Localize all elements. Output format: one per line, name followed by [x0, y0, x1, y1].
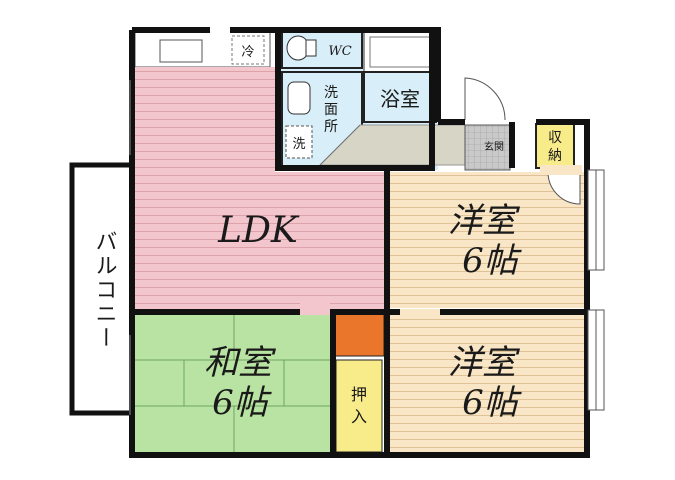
door-gap: [540, 165, 582, 175]
western-room-2: 洋室 6帖: [389, 314, 585, 452]
toilet-label: WC: [328, 44, 351, 59]
washroom-label-2: 面: [324, 102, 338, 118]
japanese-room-label-1: 和室: [204, 343, 277, 383]
ldk-room: LDK: [135, 67, 385, 310]
fridge-space: [231, 35, 265, 65]
balcony: バルコニー: [69, 162, 135, 416]
closet-label-2: 入: [351, 407, 367, 426]
door-gap: [400, 309, 440, 317]
closet: 押 入: [335, 359, 383, 453]
washer-label: 洗: [292, 137, 305, 152]
door-gap: [300, 303, 330, 315]
fridge-label: 冷: [241, 45, 254, 60]
japanese-room: 和室 6帖: [135, 314, 332, 452]
orange-block: [333, 313, 385, 357]
entrance-door-swing: [464, 77, 506, 121]
windows-right: [587, 169, 605, 411]
sink-icon: [159, 39, 203, 63]
western-room-2-label-1: 洋室: [448, 343, 521, 383]
closet-label-1: 押: [351, 385, 367, 404]
japanese-room-label-2: 6帖: [212, 383, 273, 423]
storage-label-1: 収: [548, 130, 562, 146]
entrance-label: 玄関: [484, 140, 504, 153]
door-swing: [547, 171, 581, 205]
bathroom: [363, 71, 437, 123]
entrance: 玄関: [464, 77, 511, 171]
storage: 収 納: [535, 123, 575, 169]
storage-label-2: 納: [548, 148, 562, 164]
western-room-1-label-1: 洋室: [448, 201, 521, 241]
kitchen-counter: 冷: [134, 31, 271, 68]
washroom-label-3: 所: [324, 119, 338, 135]
balcony-label: バルコニー: [92, 230, 117, 350]
ldk-label: LDK: [217, 210, 300, 251]
wet-area: WC 浴室 洗 洗 面 所: [280, 31, 438, 170]
western-room-1: 洋室 6帖: [389, 171, 585, 308]
western-room-2-label-2: 6帖: [462, 383, 523, 423]
washroom-label-1: 洗: [324, 85, 338, 101]
window: [210, 26, 230, 34]
bathroom-label: 浴室: [380, 87, 420, 111]
washer-space: [285, 125, 313, 159]
western-room-1-label-2: 6帖: [462, 241, 523, 281]
wash-basin-icon: [287, 81, 311, 115]
